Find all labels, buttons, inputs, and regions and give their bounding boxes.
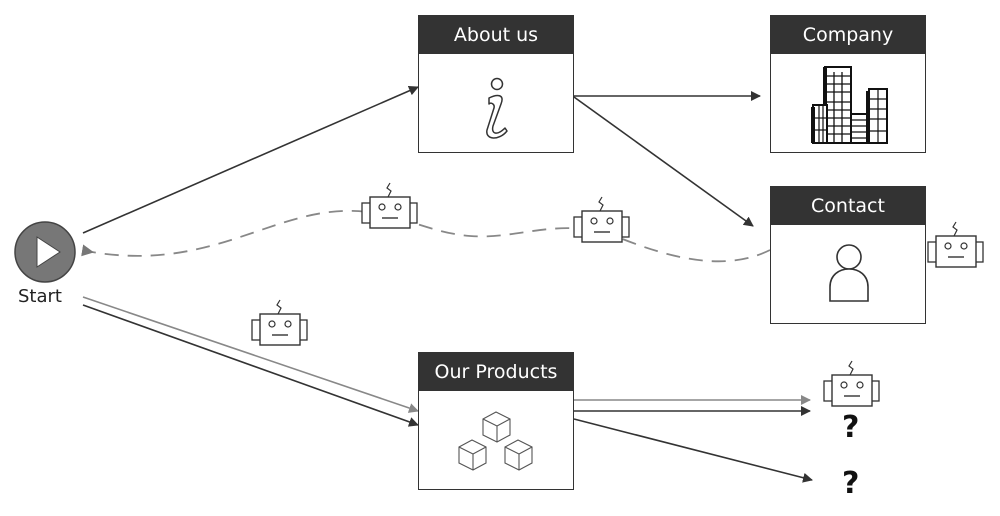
node-company[interactable]: Company <box>770 15 926 153</box>
unknown-target-2: ? <box>842 466 860 501</box>
robot-icon <box>361 182 418 229</box>
edge-return-dashed <box>81 210 771 263</box>
node-title: Contact <box>771 187 925 225</box>
edge-about-contact <box>573 96 754 227</box>
play-icon <box>36 236 61 268</box>
boxes-icon <box>458 411 533 471</box>
edge-start-about <box>82 86 419 234</box>
robot-icon <box>927 221 984 268</box>
edge-products-unknown-2 <box>573 418 813 483</box>
node-title: Company <box>771 16 925 54</box>
unknown-target-1: ? <box>842 410 860 445</box>
node-contact[interactable]: Contact <box>770 186 926 324</box>
robot-icon <box>573 196 630 243</box>
info-icon <box>486 77 508 139</box>
start-label: Start <box>18 286 62 307</box>
node-our-products[interactable]: Our Products <box>418 352 574 490</box>
edge-start-products-dark <box>82 304 419 427</box>
robot-icon <box>251 299 308 346</box>
person-icon <box>829 244 869 302</box>
robot-icon <box>823 360 880 407</box>
node-about-us[interactable]: About us <box>418 15 574 153</box>
start-node[interactable] <box>14 221 76 283</box>
buildings-icon <box>811 66 888 144</box>
node-title: Our Products <box>419 353 573 391</box>
edge-start-products-light <box>82 296 419 413</box>
node-title: About us <box>419 16 573 54</box>
